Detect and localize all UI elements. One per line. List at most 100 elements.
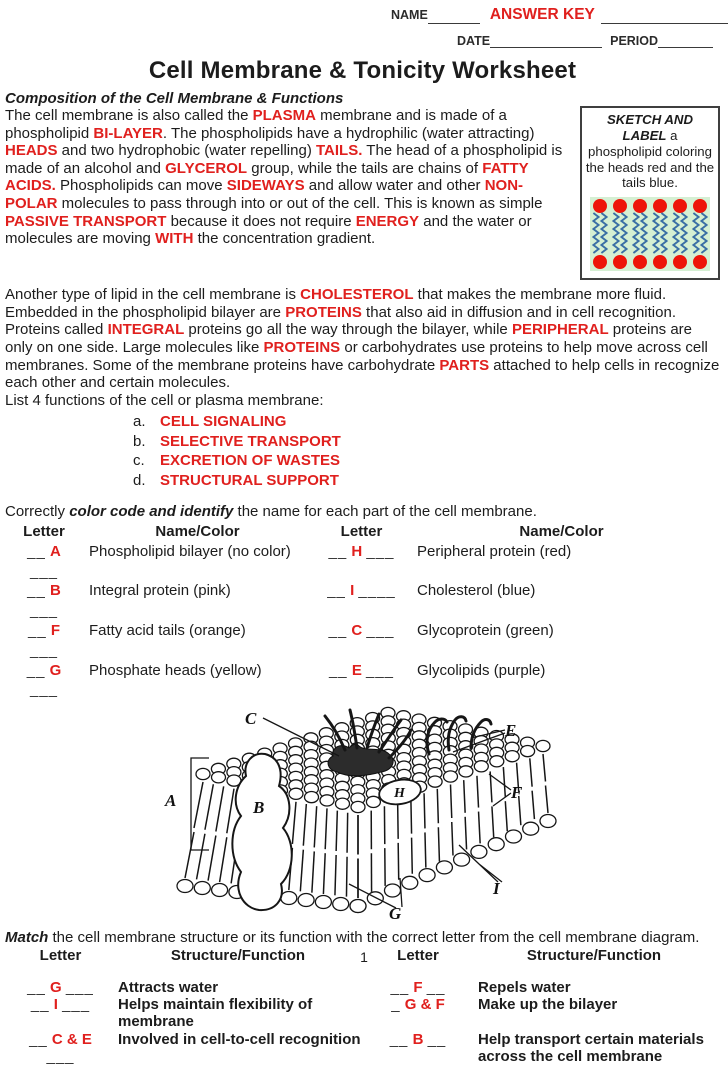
- answer-blank: __ G ___: [13, 661, 75, 701]
- answer-blank: __ A ___: [13, 542, 75, 582]
- column-header-letter: Letter: [13, 522, 75, 542]
- list-answer: EXCRETION OF WASTES: [160, 452, 340, 469]
- blank-line: __: [427, 979, 446, 996]
- answer-blank: __ B __: [368, 1031, 468, 1065]
- spacer: [468, 964, 720, 979]
- blank-line: ___: [366, 543, 394, 560]
- structure-name: Phosphate heads (yellow): [75, 661, 320, 701]
- column-header-name-color: Name/Color: [75, 522, 320, 542]
- answer-blank: __ G ___: [13, 979, 108, 996]
- answer-blank: __ F ___: [13, 621, 75, 661]
- diagram-label-e: E: [504, 721, 516, 740]
- membrane-figure: A B C E F G H I: [153, 702, 573, 926]
- structure-name: Phospholipid bilayer (no color): [75, 542, 320, 582]
- list-item: b.SELECTIVE TRANSPORT: [133, 432, 720, 452]
- answer-letter: G: [50, 979, 62, 996]
- list-item: d.STRUCTURAL SUPPORT: [133, 471, 720, 491]
- diagram-label-b: B: [252, 798, 264, 817]
- composition-paragraph-2: Another type of lipid in the cell membra…: [5, 286, 720, 392]
- period-blank-line: [658, 35, 713, 48]
- page-number: 1: [0, 949, 728, 965]
- blank-line: __: [329, 622, 348, 639]
- answer-letter: E: [352, 662, 362, 679]
- blank-line: __: [31, 996, 50, 1013]
- name-blank-line: [428, 11, 480, 24]
- column-header-name-color: Name/Color: [403, 522, 720, 542]
- answer-letter: I: [350, 582, 354, 599]
- structure-name: Glycoprotein (green): [403, 621, 720, 661]
- answer-letter: G & F: [405, 996, 445, 1013]
- list-answer: SELECTIVE TRANSPORT: [160, 433, 341, 450]
- structure-function-text: Involved in cell-to-cell recognition: [108, 1031, 368, 1065]
- list-answer: STRUCTURAL SUPPORT: [160, 472, 339, 489]
- period-label: PERIOD: [602, 34, 658, 48]
- blank-line: ___: [66, 979, 94, 996]
- list-marker: b.: [133, 432, 160, 452]
- answer-letter: F: [413, 979, 422, 996]
- sketch-box-title: SKETCH AND LABEL a phospholipid coloring…: [585, 112, 715, 191]
- blank-line: __: [27, 662, 46, 679]
- answer-blank: __ F __: [368, 979, 468, 996]
- blank-line: __: [27, 543, 46, 560]
- diagram-label-c: C: [245, 709, 257, 728]
- answer-blank: __ C & E ___: [13, 1031, 108, 1065]
- name-blank-line-2: [601, 11, 728, 24]
- color-code-intro: Correctly color code and identify the na…: [5, 503, 720, 521]
- blank-line: __: [327, 582, 346, 599]
- blank-line: ___: [30, 563, 58, 580]
- name-label: NAME: [391, 8, 428, 22]
- spacer: [13, 964, 108, 979]
- structure-name: Cholesterol (blue): [403, 581, 720, 621]
- date-label: DATE: [457, 34, 490, 48]
- sketch-background: [590, 197, 710, 271]
- blank-line: ___: [30, 602, 58, 619]
- blank-line: __: [390, 1031, 409, 1048]
- diagram-label-f: F: [510, 783, 523, 802]
- structure-name: Integral protein (pink): [75, 581, 320, 621]
- answer-letter: C: [351, 622, 362, 639]
- diagram-label-h: H: [393, 786, 406, 801]
- date-blank-line: [490, 35, 602, 48]
- blank-line: ____: [358, 582, 395, 599]
- answer-blank: __ I ____: [320, 581, 403, 621]
- column-header-letter: Letter: [320, 522, 403, 542]
- structure-function-text: Help transport certain materials across …: [468, 1031, 720, 1065]
- answer-letter: C & E: [52, 1031, 92, 1048]
- blank-line: _: [391, 996, 400, 1013]
- blank-line: ___: [30, 681, 58, 698]
- blank-line: __: [391, 979, 410, 996]
- answer-letter: B: [50, 582, 61, 599]
- color-code-section: Correctly color code and identify the na…: [5, 503, 720, 700]
- phospholipid-sketch-drawing: [588, 195, 712, 273]
- functions-list: a.CELL SIGNALING b.SELECTIVE TRANSPORT c…: [133, 412, 720, 490]
- header-name-row: NAME ANSWER KEY: [5, 6, 720, 24]
- spacer: [108, 964, 368, 979]
- answer-letter: I: [54, 996, 58, 1013]
- functions-list-intro: List 4 functions of the cell or plasma m…: [5, 392, 720, 410]
- answer-letter: F: [51, 622, 60, 639]
- answer-blank: __ B ___: [13, 581, 75, 621]
- color-code-table: Letter Name/Color Letter Name/Color __ A…: [13, 522, 720, 700]
- list-item: c.EXCRETION OF WASTES: [133, 451, 720, 471]
- answer-blank: __ E ___: [320, 661, 403, 701]
- blank-line: __: [27, 979, 46, 996]
- structure-function-text: Repels water: [468, 979, 720, 996]
- blank-line: __: [329, 662, 348, 679]
- structure-function-text: Attracts water: [108, 979, 368, 996]
- cell-membrane-diagram: A B C E F G H I: [5, 700, 720, 929]
- answer-blank: _ G & F: [368, 996, 468, 1030]
- blank-line: __: [428, 1031, 447, 1048]
- answer-letter: B: [413, 1031, 424, 1048]
- answer-blank: __ H ___: [320, 542, 403, 582]
- list-marker: a.: [133, 412, 160, 432]
- structure-function-text: Helps maintain flexibility of membrane: [108, 996, 368, 1030]
- list-answer: CELL SIGNALING: [160, 413, 286, 430]
- match-intro: Match the cell membrane structure or its…: [5, 929, 720, 947]
- composition-heading: Composition of the Cell Membrane & Funct…: [5, 90, 720, 107]
- answer-key-text: ANSWER KEY: [480, 6, 601, 23]
- spacer: [368, 964, 468, 979]
- blank-line: __: [329, 543, 348, 560]
- blank-line: ___: [366, 622, 394, 639]
- structure-function-text: Make up the bilayer: [468, 996, 720, 1030]
